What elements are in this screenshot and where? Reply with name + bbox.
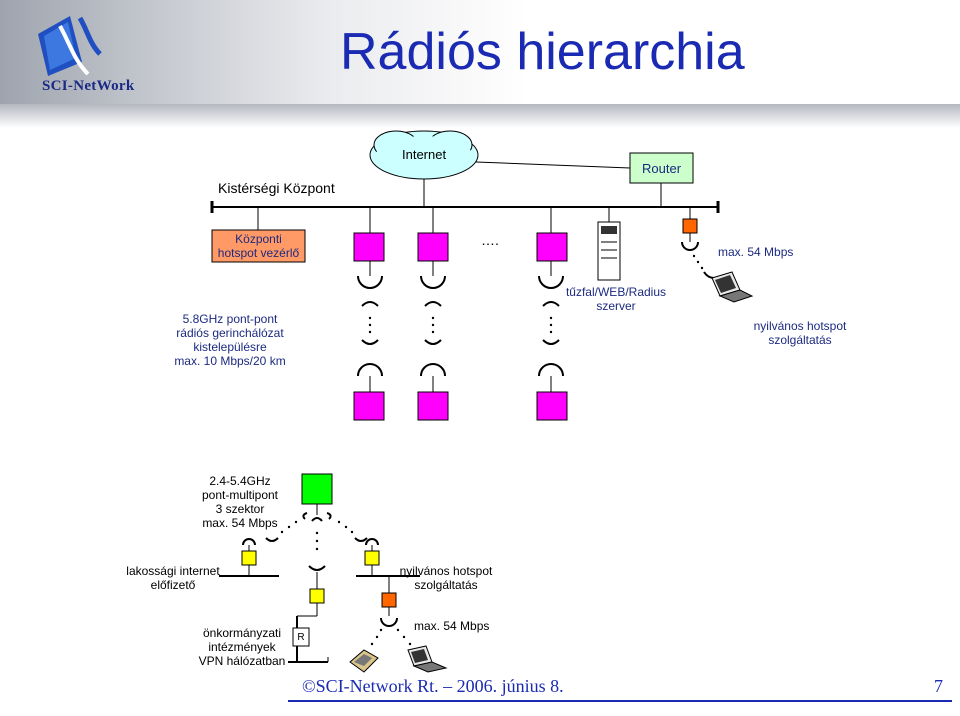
public-hotspot-top-label: nyilvános hotspot szolgáltatás <box>753 319 847 347</box>
logo-text: SCI-NetWork <box>42 78 135 94</box>
backbone-label: 5.8GHz pont-pont rádiós gerinchálózat ki… <box>174 312 286 368</box>
header-band <box>0 0 960 108</box>
internet-cloud-shape <box>369 130 479 180</box>
multipoint-label: 2.4-5.4GHz pont-multipont 3 szektor max.… <box>201 474 279 530</box>
pda-icon <box>349 649 379 673</box>
server-label: tűzfal/WEB/Radius szerver <box>565 285 667 313</box>
server-icon <box>597 207 621 281</box>
laptop-icon-top <box>711 271 754 303</box>
max54-bottom-label: max. 54 Mbps <box>414 619 490 633</box>
tower-column-2 <box>417 207 449 421</box>
sci-network-logo <box>38 16 102 76</box>
router-small-label: R <box>297 632 305 643</box>
hq-label: Kistérségi Központ <box>218 180 335 196</box>
municipal-label: önkormányzati intézmények VPN hálózatban <box>198 626 286 668</box>
public-hotspot-bottom-label: nyilvános hotspot szolgáltatás <box>399 564 493 592</box>
internet-label: Internet <box>402 147 447 162</box>
residential-label: lakossági internet előfizető <box>126 564 220 592</box>
ellipsis-label: …. <box>481 232 499 248</box>
tower-column-3 <box>536 207 568 421</box>
footer-line <box>288 700 952 702</box>
laptop-icon-bottom <box>407 645 448 673</box>
router-label: Router <box>642 161 682 176</box>
tower-column-1 <box>353 207 385 421</box>
central-hotspot-label: Központi hotspot vezérlő <box>217 232 300 260</box>
footer-text: ©SCI-Network Rt. – 2006. június 8. <box>302 676 564 696</box>
page-number: 7 <box>934 676 943 696</box>
header-shadow <box>0 104 960 128</box>
page-title: Rádiós hierarchia <box>340 23 745 81</box>
max54-top-label: max. 54 Mbps <box>718 245 794 259</box>
